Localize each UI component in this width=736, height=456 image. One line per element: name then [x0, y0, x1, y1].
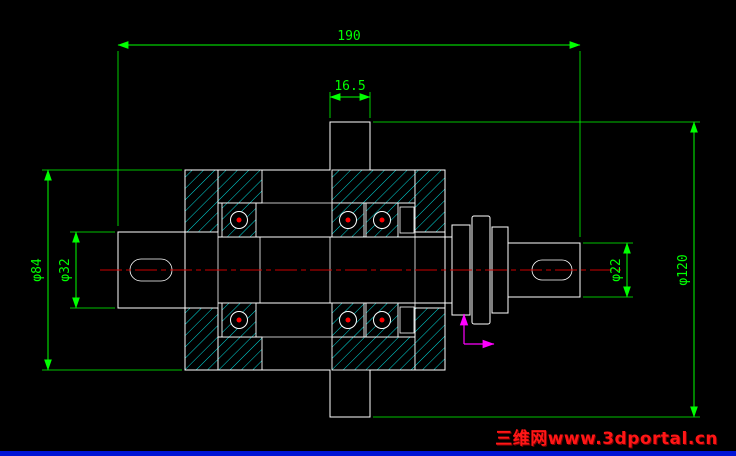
right-shaft-outline	[508, 242, 581, 298]
wall-bore-line	[415, 231, 445, 309]
extension-line	[117, 51, 581, 237]
bearing-ball-center	[236, 317, 242, 323]
hatch-region	[331, 169, 416, 204]
dimension-label-phi22: φ22	[609, 258, 624, 281]
dimension-label-phi84: φ84	[30, 258, 45, 282]
hatch-region	[184, 169, 219, 233]
hatch-region	[217, 169, 263, 204]
dimension-phi32: φ32	[58, 231, 115, 309]
dimension-label-16-5: 16.5	[334, 79, 365, 94]
bearing-spacer	[399, 206, 415, 234]
dimension-label-phi32: φ32	[58, 258, 73, 281]
dimension-phi120: φ120	[373, 121, 700, 418]
dimension-phi22: φ22	[583, 242, 633, 298]
extension-line	[373, 121, 700, 418]
hatch-region	[331, 336, 416, 371]
hatch-region	[414, 307, 446, 371]
bearing-ball-center	[379, 317, 385, 323]
dimensions: 190 16.5 φ84 φ32 φ22	[30, 29, 700, 418]
extension-line	[329, 92, 371, 118]
dimension-label-phi120: φ120	[676, 254, 691, 285]
bearing-ball-center	[345, 217, 351, 223]
housing-outline	[184, 121, 446, 418]
bearing-spacer	[399, 306, 415, 334]
extension-line	[42, 169, 182, 371]
bearing-ball-center	[345, 317, 351, 323]
bearings	[221, 202, 415, 338]
dimension-label-190: 190	[337, 29, 360, 44]
bearing-ball-center	[379, 217, 385, 223]
ucs-icon	[459, 313, 495, 349]
hatch-region	[217, 336, 263, 371]
watermark-text: 三维网www.3dportal.cn	[495, 429, 718, 449]
dimension-16-5: 16.5	[329, 79, 371, 118]
bearing-ring	[331, 202, 365, 238]
dimension-phi84: φ84	[30, 169, 182, 371]
hatch-region	[414, 169, 446, 233]
housing-hatch	[184, 169, 446, 371]
statusbar-strip	[0, 451, 736, 456]
cover-bore-line	[185, 231, 218, 309]
dimension-190: 190	[117, 29, 581, 237]
hatch-region	[184, 307, 219, 371]
housing-section	[184, 121, 446, 418]
bearing-ball-center	[236, 217, 242, 223]
